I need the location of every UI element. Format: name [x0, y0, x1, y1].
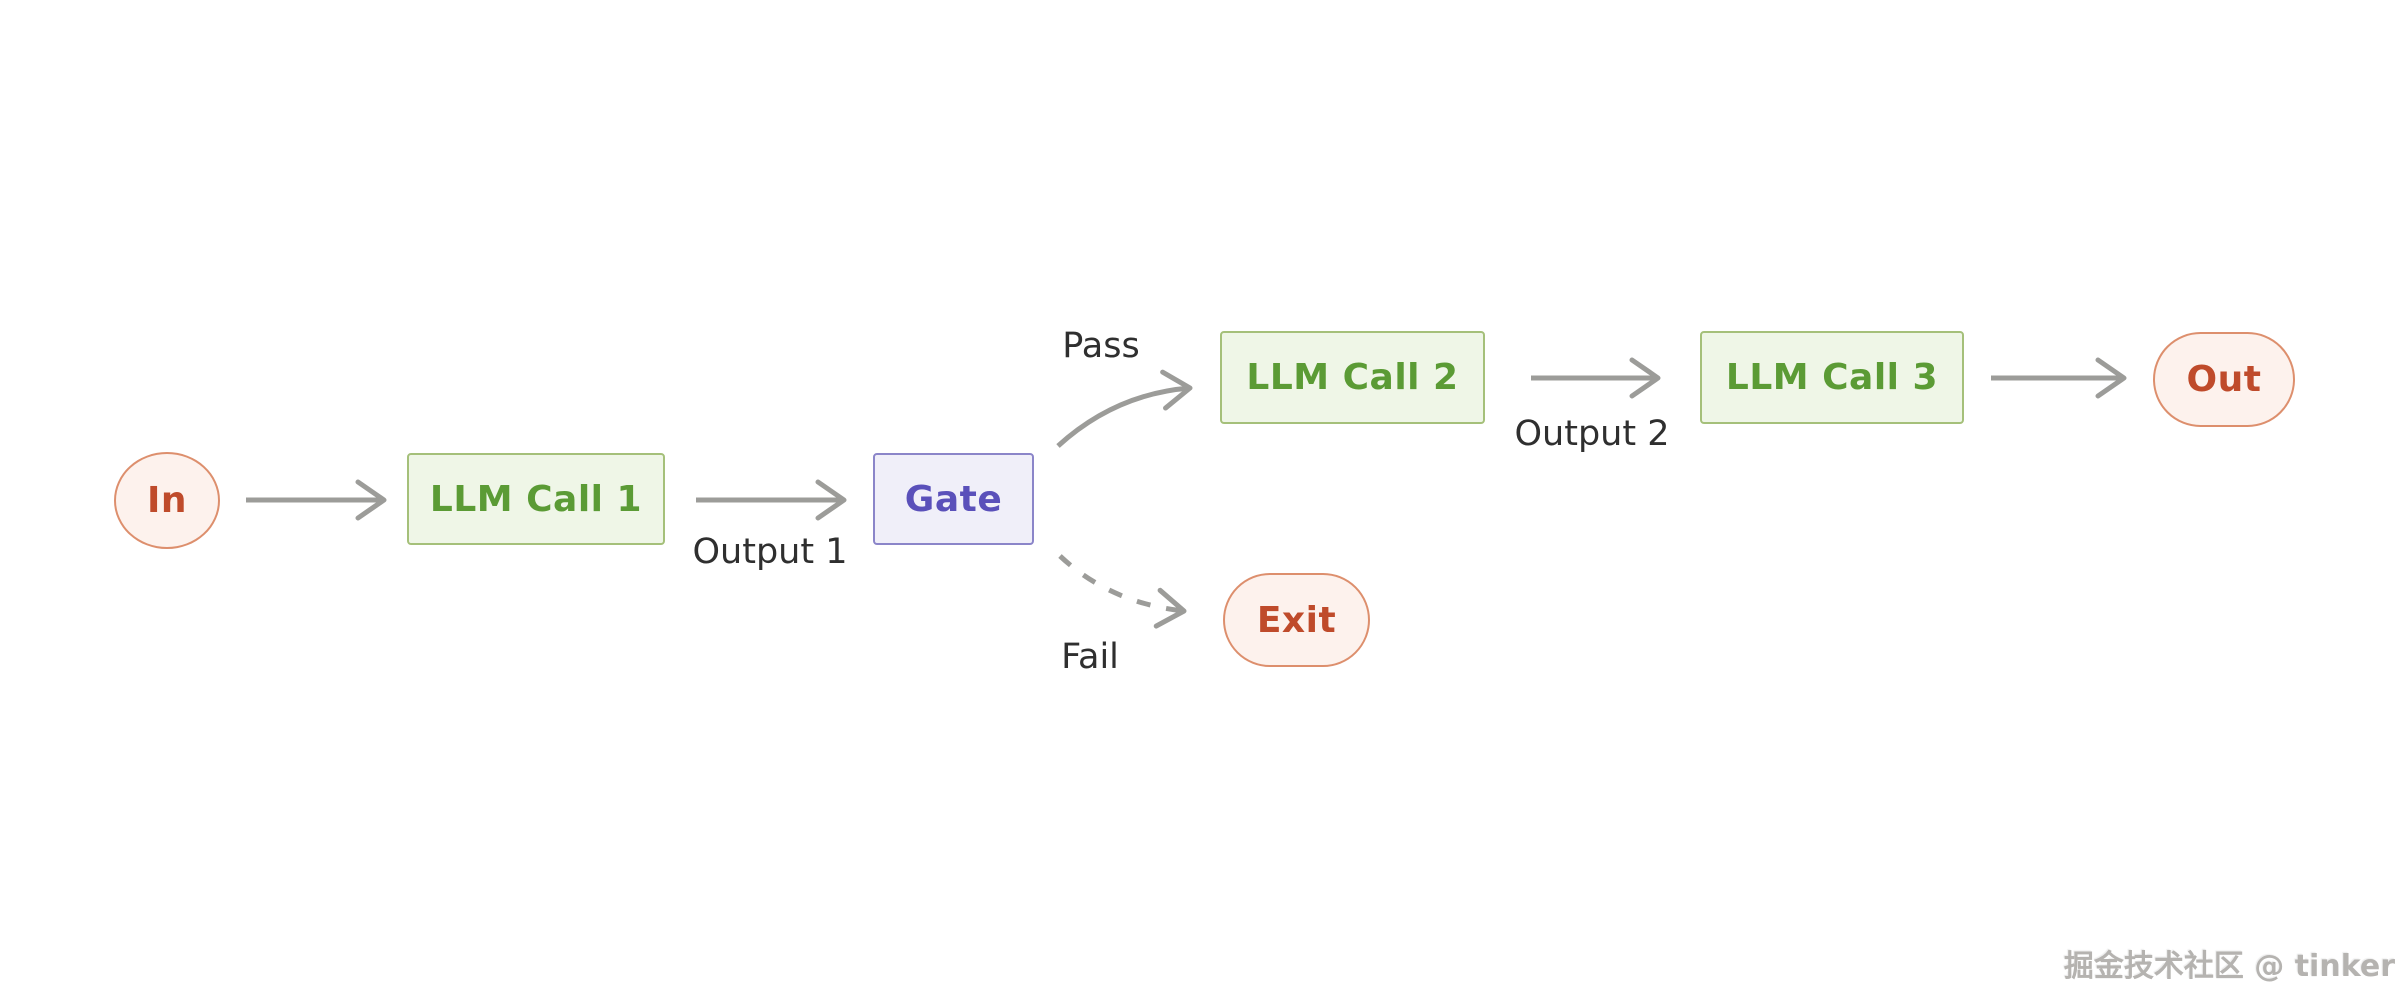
- node-out: Out: [2153, 332, 2295, 427]
- node-exit-label: Exit: [1256, 599, 1337, 641]
- node-llm-call-2: LLM Call 2: [1220, 331, 1485, 424]
- edge-label-pass: Pass: [1062, 326, 1140, 366]
- node-gate: Gate: [873, 453, 1034, 545]
- node-llm-call-3-label: LLM Call 3: [1725, 357, 1939, 398]
- node-in-label: In: [146, 480, 188, 521]
- node-llm-call-1-label: LLM Call 1: [429, 478, 643, 520]
- node-llm-call-3: LLM Call 3: [1700, 331, 1964, 424]
- node-out-label: Out: [2186, 359, 2262, 400]
- edge-label-fail: Fail: [1061, 637, 1119, 677]
- node-llm-call-1: LLM Call 1: [407, 453, 665, 545]
- edge-gate-to-exit-fail: [1058, 554, 1187, 629]
- edge-label-output-2: Output 2: [1514, 414, 1670, 454]
- watermark: 掘金技术社区 @ tinker: [2063, 949, 2395, 984]
- edge-label-output-1: Output 1: [692, 532, 848, 572]
- node-in: In: [114, 452, 220, 549]
- node-gate-label: Gate: [904, 478, 1003, 520]
- node-llm-call-2-label: LLM Call 2: [1246, 357, 1459, 398]
- node-exit: Exit: [1223, 573, 1370, 667]
- edge-gate-to-llm2-pass: [1056, 369, 1193, 448]
